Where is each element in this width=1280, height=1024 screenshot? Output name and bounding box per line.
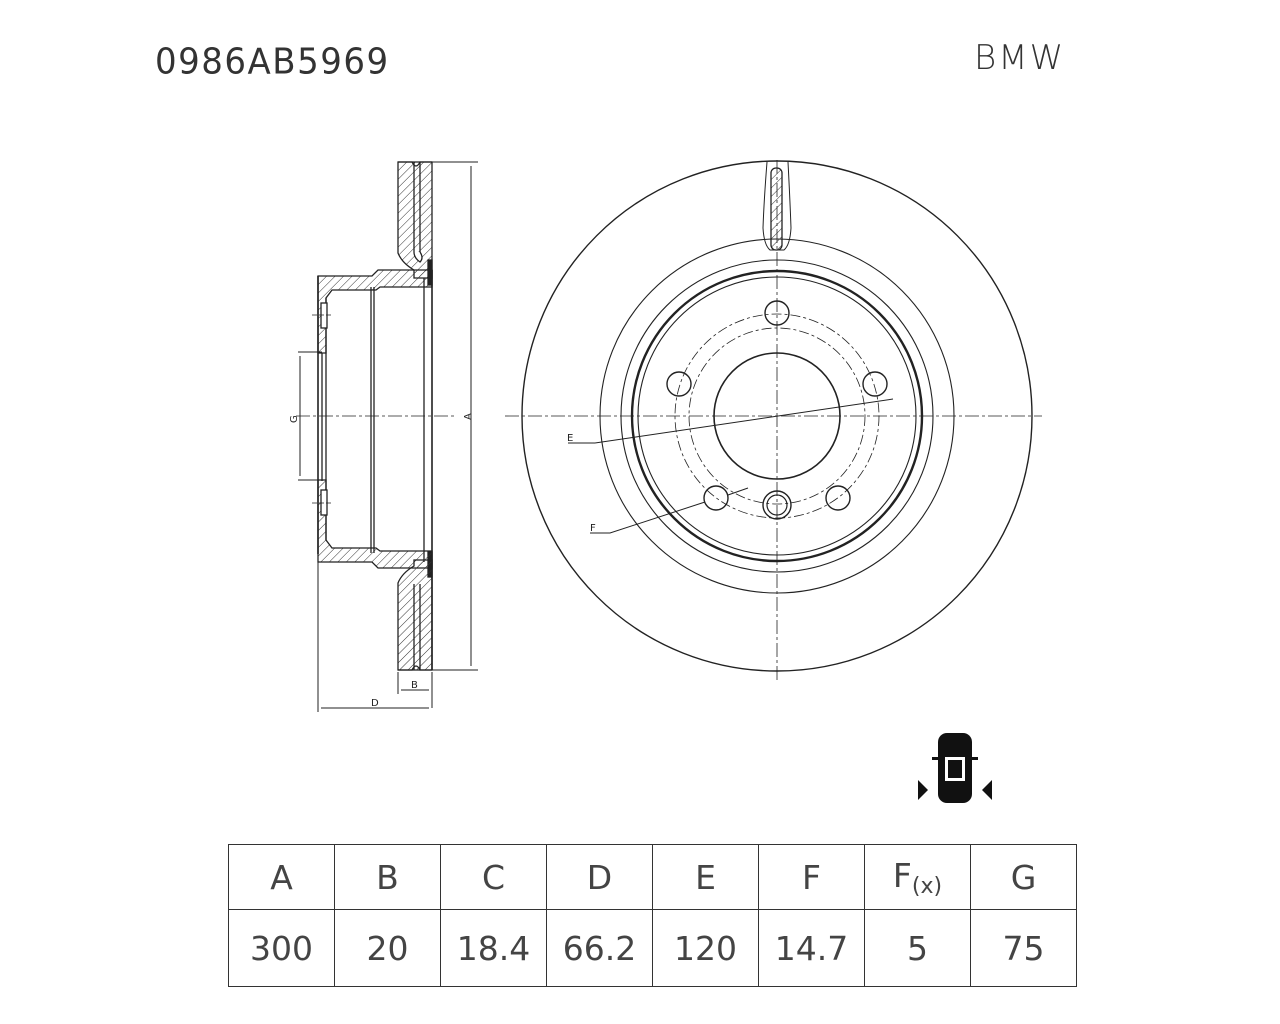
dimension-label-b: B [411,680,418,691]
section-dimensions [298,161,478,712]
header-cell-e: E [652,844,759,910]
value-cell-fx: 5 [864,909,971,987]
value-cell-c: 18.4 [440,909,547,987]
value-cell-e: 120 [652,909,759,987]
dimension-header-row: A B C D E F F(x) G [228,844,1077,910]
header-cell-g: G [970,844,1077,910]
dimension-value-row: 300 20 18.4 66.2 120 14.7 5 75 [228,909,1077,987]
header-cell-f: F [758,844,865,910]
value-cell-d: 66.2 [546,909,653,987]
dimension-label-d: D [371,698,379,709]
dimension-label-e: E [567,433,573,444]
dimension-label-a: A [463,413,474,420]
header-cell-a: A [228,844,335,910]
header-cell-b: B [334,844,441,910]
brand-name: BMW [974,38,1066,78]
value-cell-b: 20 [334,909,441,987]
header-cell-fx: F(x) [864,844,971,910]
front-view [505,160,1042,680]
value-cell-f: 14.7 [758,909,865,987]
dimension-label-f: F [590,523,596,534]
part-number: 0986AB5969 [155,41,390,83]
value-cell-a: 300 [228,909,335,987]
dimension-table: A B C D E F F(x) G 300 20 18.4 66.2 120 … [228,844,1077,987]
header-cell-d: D [546,844,653,910]
dimension-label-g: G [289,415,300,423]
section-view [296,161,455,671]
car-rear-axle-icon [918,733,992,803]
subscript-x: (x) [911,873,943,899]
header-cell-c: C [440,844,547,910]
value-cell-g: 75 [970,909,1077,987]
